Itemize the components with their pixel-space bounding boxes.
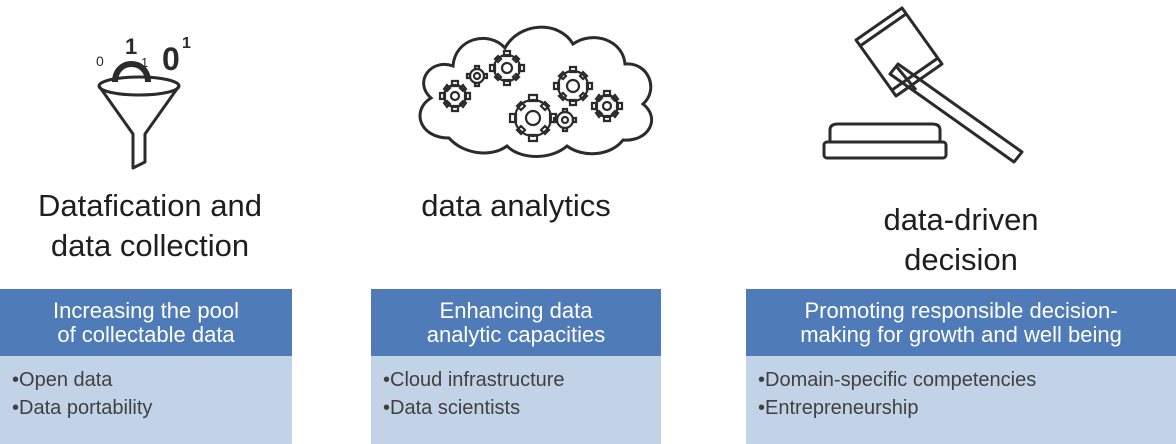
measure-item: Entrepreneurship (758, 394, 1176, 422)
measure-item: Data portability (12, 394, 292, 422)
goal-line: Increasing the pool (53, 297, 239, 323)
stage-title-line: data collection (50, 228, 250, 263)
goal-line: making for growth and well being (800, 321, 1122, 347)
stage-title: Datafication and data collection (0, 186, 300, 266)
goal-line: Promoting responsible decision- (804, 297, 1118, 323)
stage-datafication: 0 1 1 0 1 Datafication and data collecti… (0, 0, 300, 444)
stage-goal-header: Promoting responsible decision- making f… (746, 289, 1176, 356)
binary-digit: 0 (162, 41, 180, 77)
measure-item: Cloud infrastructure (383, 366, 661, 394)
goal-line: of collectable data (57, 321, 235, 347)
stage-analytics: data analytics Enhancing data analytic c… (371, 0, 661, 444)
measure-item: Open data (12, 366, 292, 394)
stage-title-line: decision (904, 242, 1018, 277)
measure-item: Data scientists (383, 394, 661, 422)
stage-title: data analytics (371, 186, 661, 226)
binary-digit: 1 (125, 34, 137, 59)
stage-goal-header: Enhancing data analytic capacities (371, 289, 661, 356)
cloud-gears-icon (418, 25, 654, 158)
stage-measures-list: Cloud infrastructure Data scientists (371, 356, 661, 444)
stage-title-line: Datafication and (37, 188, 263, 223)
stage-decision: data-driven decision Promoting responsib… (746, 0, 1176, 444)
measure-item: Domain-specific competencies (758, 366, 1176, 394)
gavel-icon (822, 6, 1024, 164)
binary-digit: 0 (96, 53, 104, 69)
funnel-binary-icon: 0 1 1 0 1 (96, 34, 191, 170)
binary-digit: 1 (182, 35, 191, 52)
stage-title-line: data-driven (883, 202, 1039, 237)
binary-digit: 1 (141, 55, 148, 70)
stage-title: data-driven decision (746, 200, 1176, 280)
stage-measures-list: Open data Data portability (0, 356, 292, 444)
stage-goal-header: Increasing the pool of collectable data (0, 289, 292, 356)
stage-measures-list: Domain-specific competencies Entrepreneu… (746, 356, 1176, 444)
goal-line: Enhancing data (439, 297, 593, 323)
goal-line: analytic capacities (426, 321, 606, 347)
stage-title-line: data analytics (421, 188, 611, 223)
